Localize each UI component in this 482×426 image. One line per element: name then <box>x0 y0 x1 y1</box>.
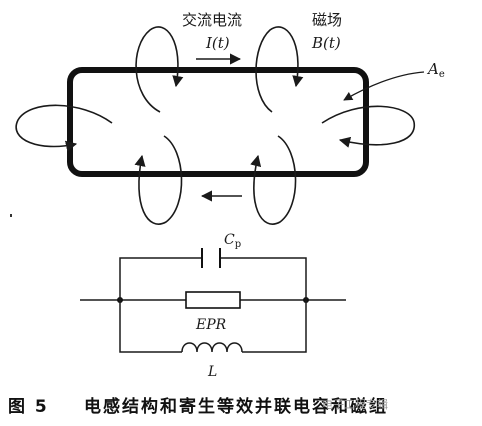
area-leader-line <box>343 71 425 101</box>
field-label-cn: 磁场 <box>312 11 342 29</box>
field-loop-bottom-1 <box>134 135 183 225</box>
figure-caption: 图 5 电感结构和寄生等效并联电容和磁组 <box>8 396 388 417</box>
caption-number: 图 5 <box>8 397 49 417</box>
stray-mark <box>10 214 12 217</box>
field-label-symbol: B(t) <box>311 34 341 52</box>
capacitor-label-sub: p <box>235 239 241 250</box>
field-loop-top-2 <box>255 26 304 113</box>
area-label-main: A <box>426 60 439 78</box>
resistor-epr <box>185 291 241 309</box>
caption-text: 电感结构和寄生等效并联电容和磁组 <box>84 396 388 417</box>
area-label-sub: e <box>439 69 445 80</box>
resistor-label: EPR <box>195 317 227 333</box>
current-label-symbol: I(t) <box>205 34 230 52</box>
field-loop-top-1 <box>135 26 184 113</box>
watermark: 电子工程专辑 <box>322 397 388 411</box>
inductor-label: L <box>207 364 217 380</box>
inductor-branch-wire <box>119 300 307 353</box>
capacitor-label-main: C <box>224 232 235 248</box>
field-loop-left <box>15 104 113 152</box>
equivalent-circuit: Cp EPR L <box>80 232 346 380</box>
inductor-coil <box>181 342 243 353</box>
inductor-structure: 交流电流 I(t) 磁场 B(t) Ae <box>15 11 445 225</box>
field-loop-bottom-2 <box>250 135 297 225</box>
area-label: Ae <box>426 60 445 80</box>
current-label-cn: 交流电流 <box>182 11 242 29</box>
capacitor-branch-wire <box>119 257 307 300</box>
inductor-core <box>67 67 369 177</box>
field-loop-right <box>321 105 415 148</box>
capacitor-label: Cp <box>224 232 241 250</box>
